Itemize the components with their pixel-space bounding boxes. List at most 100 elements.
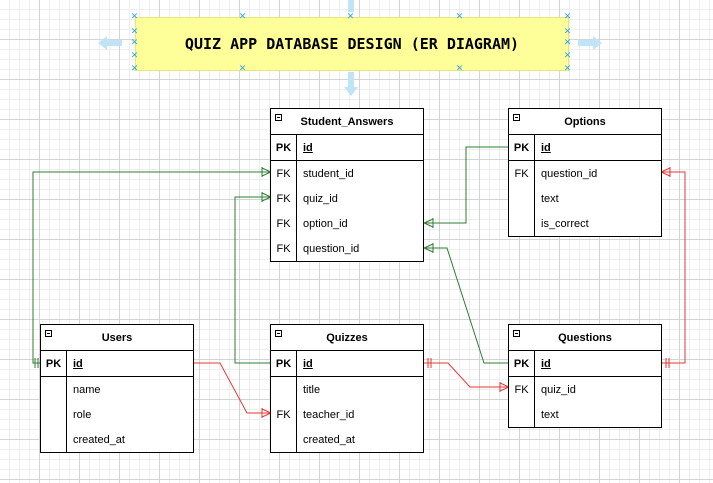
table-header[interactable]: Options: [509, 109, 661, 135]
selection-handle-icon[interactable]: ✕: [346, 12, 355, 22]
key-label: [509, 211, 535, 236]
field-name: id: [73, 357, 83, 370]
table-row[interactable]: title: [271, 377, 423, 402]
collapse-icon[interactable]: [275, 114, 282, 121]
table-name: Student_Answers: [300, 115, 394, 128]
connect-arrow-down-icon[interactable]: [344, 72, 358, 96]
selection-handle-icon[interactable]: ✕: [455, 64, 464, 74]
table-row[interactable]: FK option_id: [271, 211, 423, 236]
link-options-end-marks: [422, 218, 434, 228]
key-label: PK: [271, 351, 297, 376]
table-row[interactable]: is_correct: [509, 211, 661, 236]
field-name: created_at: [73, 433, 125, 446]
selection-handle-icon[interactable]: ✕: [563, 64, 572, 74]
table-row[interactable]: text: [509, 402, 661, 427]
link-options-student-answers[interactable]: [424, 146, 509, 224]
connect-arrow-up-icon[interactable]: [344, 0, 358, 12]
table-row[interactable]: FK question_id: [509, 161, 661, 186]
selection-handle-icon[interactable]: ✕: [130, 38, 139, 48]
table-name: Questions: [558, 331, 612, 344]
table-row[interactable]: PK id: [271, 351, 423, 377]
table-row[interactable]: created_at: [41, 427, 193, 452]
table-header[interactable]: Questions: [509, 325, 661, 351]
table-row[interactable]: text: [509, 186, 661, 211]
field-name: id: [541, 357, 551, 370]
table-header[interactable]: Student_Answers: [271, 109, 423, 135]
link-questions-options[interactable]: [661, 171, 686, 364]
key-label: PK: [509, 351, 535, 376]
table-row[interactable]: created_at: [271, 427, 423, 452]
key-label: FK: [271, 211, 297, 236]
field-name: text: [541, 192, 559, 205]
key-label: FK: [509, 377, 535, 402]
field-name: quiz_id: [303, 192, 338, 205]
selection-handle-icon[interactable]: ✕: [238, 12, 247, 22]
selection-handle-icon[interactable]: ✕: [130, 51, 139, 61]
table-header[interactable]: Quizzes: [271, 325, 423, 351]
key-label: FK: [271, 402, 297, 427]
key-label: PK: [271, 135, 297, 160]
table-name: Quizzes: [326, 331, 368, 344]
field-name: text: [541, 408, 559, 421]
selection-handle-icon[interactable]: ✕: [238, 64, 247, 74]
link-questions-end-marks: [422, 243, 434, 253]
field-name: quiz_id: [541, 383, 576, 396]
key-label: [41, 427, 67, 452]
selection-handle-icon[interactable]: ✕: [563, 51, 572, 61]
link-users-quizzes[interactable]: [193, 362, 271, 414]
field-name: question_id: [303, 242, 360, 255]
selection-handle-icon[interactable]: ✕: [563, 12, 572, 22]
key-label: [41, 377, 67, 402]
selection-handle-icon[interactable]: ✕: [130, 12, 139, 22]
connect-arrow-right-icon[interactable]: [578, 36, 602, 50]
key-label: [41, 402, 67, 427]
selection-handle-icon[interactable]: ✕: [455, 12, 464, 22]
table-row[interactable]: FK quiz_id: [509, 377, 661, 402]
collapse-icon[interactable]: [513, 330, 520, 337]
selection-handle-icon[interactable]: ✕: [563, 38, 572, 48]
selection-handle-icon[interactable]: ✕: [563, 27, 572, 37]
collapse-icon[interactable]: [513, 114, 520, 121]
key-label: [509, 186, 535, 211]
link-users-student-answers[interactable]: [32, 171, 271, 364]
diagram-title-box[interactable]: QUIZ APP DATABASE DESIGN (ER DIAGRAM): [135, 17, 569, 71]
connect-arrow-left-icon[interactable]: [98, 36, 122, 50]
link-questions-options-end-marks: [659, 167, 671, 368]
link-questions-student-answers[interactable]: [424, 247, 509, 364]
collapse-icon[interactable]: [275, 330, 282, 337]
key-label: [271, 427, 297, 452]
table-row[interactable]: role: [41, 402, 193, 427]
selection-handle-icon[interactable]: ✕: [130, 27, 139, 37]
table-questions[interactable]: Questions PK id FK quiz_id text: [508, 324, 662, 428]
field-name: role: [73, 408, 92, 421]
collapse-icon[interactable]: [45, 330, 52, 337]
table-row[interactable]: PK id: [509, 351, 661, 377]
link-quizzes-student-answers[interactable]: [234, 196, 271, 364]
field-name: id: [303, 357, 313, 370]
key-label: PK: [509, 135, 535, 160]
key-label: FK: [271, 161, 297, 186]
table-row[interactable]: name: [41, 377, 193, 402]
table-header[interactable]: Users: [41, 325, 193, 351]
key-label: FK: [509, 161, 535, 186]
table-name: Users: [101, 331, 133, 344]
field-name: created_at: [303, 433, 355, 446]
link-quizzes-questions[interactable]: [424, 362, 509, 388]
key-label: [509, 402, 535, 427]
diagram-title: QUIZ APP DATABASE DESIGN (ER DIAGRAM): [184, 35, 520, 53]
selection-handle-icon[interactable]: ✕: [130, 64, 139, 74]
field-name: question_id: [541, 167, 598, 180]
field-name: option_id: [303, 217, 348, 230]
